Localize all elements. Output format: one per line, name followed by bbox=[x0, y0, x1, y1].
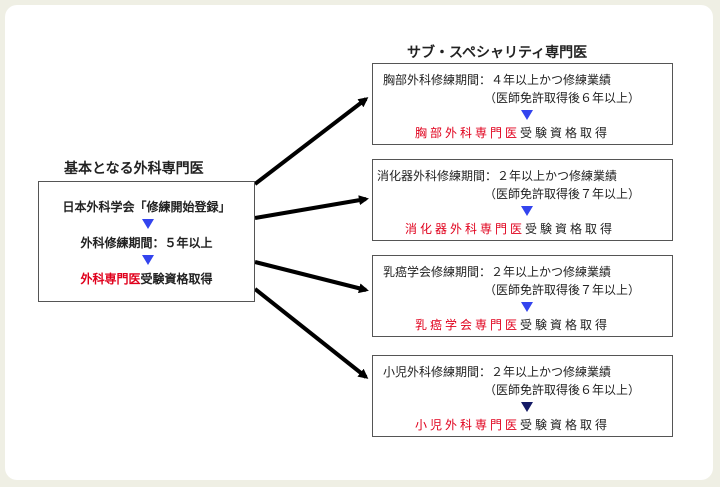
specialist-name: 外科専門医 bbox=[80, 272, 141, 286]
result-text: 受験資格取得 bbox=[520, 126, 611, 140]
training-requirement: 胸部外科修練期間：４年以上かつ修練業績 bbox=[383, 73, 612, 87]
result-line: 乳癌学会専門医受験資格取得 bbox=[415, 316, 610, 333]
result-text: 受験資格取得 bbox=[520, 318, 611, 332]
arrow-to-breast bbox=[254, 260, 369, 294]
subspecialty-box-pediatric: 小児外科修練期間：２年以上かつ修練業績 （医師免許取得後６年以上） 小児外科専門… bbox=[372, 355, 673, 437]
arrow-to-pediatric bbox=[253, 287, 369, 379]
result-line: 胸部外科専門医受験資格取得 bbox=[415, 124, 610, 141]
license-requirement: （医師免許取得後７年以上） bbox=[484, 283, 641, 297]
specialist-name: 消化器外科専門医 bbox=[405, 222, 526, 236]
registration-line: 日本外科学会「修練開始登録」 bbox=[62, 200, 231, 214]
training-requirement: 乳癌学会修練期間：２年以上かつ修練業績 bbox=[383, 265, 612, 279]
result-text: 受験資格取得 bbox=[140, 272, 213, 286]
specialist-name: 乳癌学会専門医 bbox=[415, 318, 521, 332]
result-line: 消化器外科専門医受験資格取得 bbox=[405, 220, 615, 237]
down-arrow-icon bbox=[142, 219, 154, 229]
arrow-to-gastro bbox=[254, 195, 369, 220]
subspecialty-box-gastro: 消化器外科修練期間：２年以上かつ修練業績 （医師免許取得後７年以上） 消化器外科… bbox=[372, 159, 673, 241]
license-requirement: （医師免許取得後７年以上） bbox=[484, 187, 641, 201]
left-title: 基本となる外科専門医 bbox=[64, 161, 204, 177]
down-arrow-icon bbox=[142, 255, 154, 265]
result-line: 外科専門医受験資格取得 bbox=[39, 270, 254, 287]
down-arrow-icon bbox=[521, 206, 533, 216]
down-arrow-icon bbox=[521, 402, 533, 412]
subspecialty-box-thoracic: 胸部外科修練期間：４年以上かつ修練業績 （医師免許取得後６年以上） 胸部外科専門… bbox=[372, 63, 673, 145]
result-line: 小児外科専門医受験資格取得 bbox=[415, 416, 610, 433]
license-requirement: （医師免許取得後６年以上） bbox=[484, 91, 641, 105]
training-requirement: 小児外科修練期間：２年以上かつ修練業績 bbox=[383, 365, 612, 379]
specialist-name: 胸部外科専門医 bbox=[415, 126, 521, 140]
right-title: サブ・スペシャリティ専門医 bbox=[407, 45, 588, 61]
training-requirement: 消化器外科修練期間：２年以上かつ修練業績 bbox=[377, 169, 618, 183]
down-arrow-icon bbox=[521, 302, 533, 312]
result-text: 受験資格取得 bbox=[525, 222, 616, 236]
license-requirement: （医師免許取得後６年以上） bbox=[484, 383, 641, 397]
subspecialty-box-breast: 乳癌学会修練期間：２年以上かつ修練業績 （医師免許取得後７年以上） 乳癌学会専門… bbox=[372, 255, 673, 337]
down-arrow-icon bbox=[521, 110, 533, 120]
basic-surgeon-box: 日本外科学会「修練開始登録」 外科修練期間：５年以上 外科専門医受験資格取得 bbox=[38, 181, 255, 302]
result-text: 受験資格取得 bbox=[520, 418, 611, 432]
specialist-name: 小児外科専門医 bbox=[415, 418, 521, 432]
arrow-to-thoracic bbox=[253, 97, 369, 186]
training-period-line: 外科修練期間：５年以上 bbox=[80, 236, 213, 250]
